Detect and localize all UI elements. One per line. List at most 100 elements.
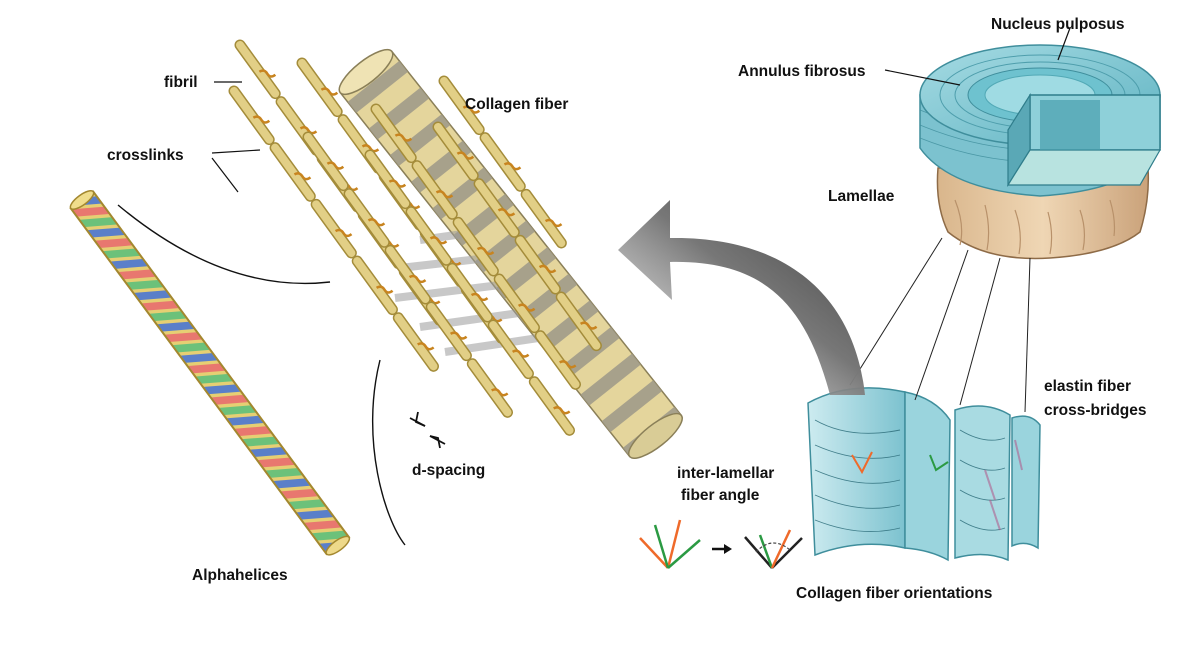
- fibril-highlight: [312, 200, 356, 257]
- fiber-angle-combined-icon: [744, 529, 803, 569]
- fibril-highlight: [271, 143, 315, 201]
- fiber-band: [601, 380, 662, 433]
- helix-strand: [185, 363, 229, 374]
- fibril-highlight: [516, 236, 560, 293]
- helix-strand: [169, 342, 213, 353]
- fibril-highlight: [495, 275, 539, 332]
- collagen-fiber-label: Collagen fiber: [465, 96, 568, 113]
- d-spacing-marks: [409, 411, 446, 449]
- fibril-highlight: [427, 303, 471, 360]
- intervertebral-disc: [919, 44, 1162, 260]
- fibril-highlight: [298, 59, 342, 116]
- alphahelix-tube: [69, 190, 351, 556]
- crosslink: [408, 274, 427, 284]
- helix-strand: [262, 467, 306, 479]
- inter-lamellar-label-line2: fiber angle: [681, 487, 760, 504]
- crosslink: [553, 406, 571, 415]
- helix-strand: [107, 258, 151, 270]
- fibril-highlight: [394, 313, 438, 371]
- fibril-highlight: [236, 41, 280, 98]
- crosslink: [252, 115, 271, 124]
- fibril-highlight: [434, 123, 478, 180]
- fibril-highlight: [481, 133, 525, 191]
- lamellae-sections: [807, 387, 1041, 562]
- helix-strand: [130, 290, 174, 301]
- helix-strand: [84, 227, 128, 238]
- fibril-label: fibril: [164, 74, 198, 91]
- crosslink: [258, 69, 277, 78]
- fibril-highlight: [440, 77, 484, 134]
- lamellae-label: Lamellae: [828, 188, 895, 205]
- crosslink: [375, 285, 394, 294]
- fibril-highlight: [530, 377, 574, 435]
- crosslink: [367, 218, 386, 227]
- crosslink: [517, 303, 536, 312]
- fibril-highlight: [372, 105, 416, 162]
- helix-strand: [100, 248, 144, 259]
- helix-strand: [70, 206, 113, 217]
- helix-strand: [208, 394, 252, 405]
- helix-strand: [200, 384, 244, 395]
- annulus-fibrosus-label: Annulus fibrosus: [738, 63, 865, 80]
- helix-strand: [123, 279, 167, 290]
- alphahelices-label: Alphahelices: [192, 567, 288, 584]
- helix-strand: [270, 478, 314, 489]
- fibril-highlight: [304, 133, 348, 190]
- crosslink: [476, 246, 495, 256]
- helix-strand: [177, 352, 221, 364]
- fibril-stack: [228, 39, 602, 436]
- helix-strand: [246, 446, 290, 458]
- crosslink: [538, 264, 557, 274]
- crosslink: [544, 218, 563, 228]
- helix-strand: [161, 331, 205, 343]
- fibril-highlight: [366, 151, 410, 208]
- helix-strand: [223, 415, 267, 426]
- fibril-highlight: [448, 264, 492, 321]
- fibril-highlight: [557, 293, 601, 350]
- crosslink: [511, 349, 530, 358]
- crosslink: [334, 228, 353, 238]
- helix-strand: [254, 457, 298, 468]
- elastin-label-line2: cross-bridges: [1044, 402, 1147, 419]
- helix-strand: [154, 321, 198, 332]
- fibril-highlight: [468, 359, 512, 417]
- crosslink: [429, 236, 448, 245]
- fiber-band: [538, 300, 599, 353]
- helix-strand: [192, 373, 236, 384]
- helix-strand: [239, 436, 283, 447]
- crosslinks-label: crosslinks: [107, 147, 184, 164]
- fibril-highlight: [413, 161, 457, 219]
- helix-strand: [285, 499, 329, 510]
- fiber-band: [516, 273, 578, 326]
- fiber-band: [580, 353, 641, 406]
- helix-strand: [293, 509, 337, 520]
- fibril-highlight: [522, 190, 566, 247]
- helix-strand: [115, 269, 159, 280]
- fibril-highlight: [345, 189, 389, 247]
- crosslink: [491, 388, 509, 397]
- fibril-highlight: [230, 87, 274, 144]
- crosslink: [394, 133, 413, 142]
- fibril-highlight: [536, 331, 580, 389]
- crosslink: [388, 179, 407, 188]
- disc-lamellae-guide-lines: [849, 237, 1031, 413]
- fibril-highlight: [454, 218, 498, 275]
- fiber-angle-icon: [639, 519, 701, 569]
- fibril-highlight: [353, 257, 397, 314]
- crosslink: [449, 331, 468, 340]
- crosslink: [299, 126, 318, 135]
- curved-arrow-icon: [618, 200, 865, 395]
- label-leaders: [211, 27, 1071, 193]
- crosslink: [435, 190, 454, 199]
- helix-strand: [138, 300, 182, 311]
- crosslink: [497, 208, 516, 217]
- elastin-label-line1: elastin fiber: [1044, 378, 1131, 395]
- collagen-fiber-orientations-label: Collagen fiber orientations: [796, 585, 992, 602]
- helix-strand: [76, 217, 120, 228]
- crosslink: [470, 292, 489, 302]
- helix-strand: [277, 488, 321, 499]
- fiber-band: [347, 60, 409, 113]
- helix-strand: [146, 311, 190, 322]
- helix-strand: [231, 426, 275, 437]
